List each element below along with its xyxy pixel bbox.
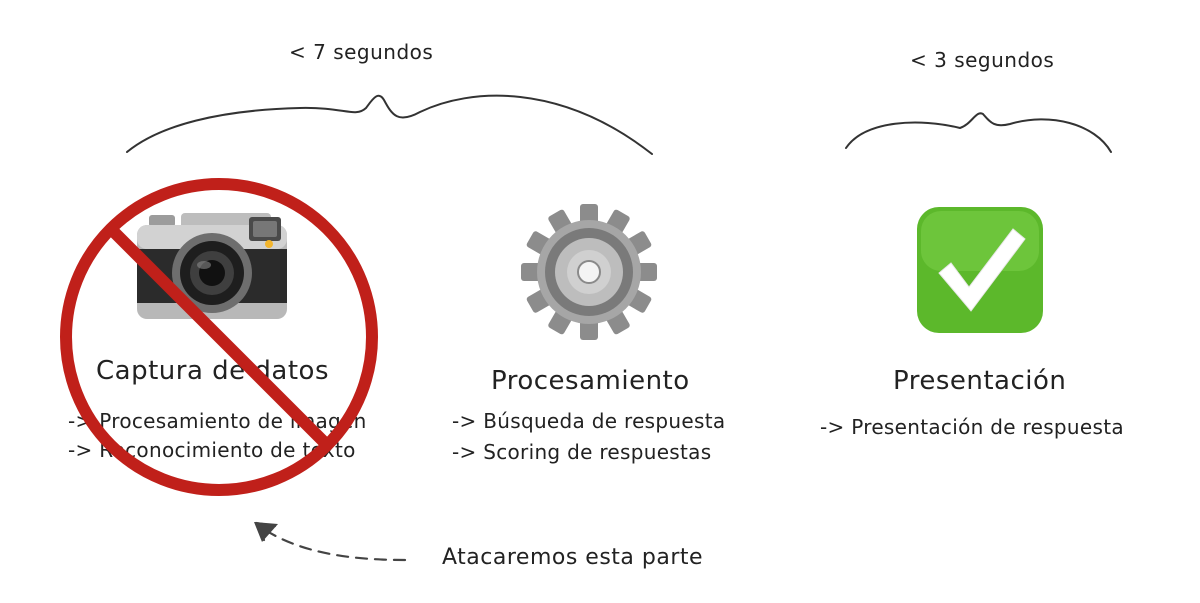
stage-1-bullet-1: -> Procesamiento de imagen <box>68 409 367 433</box>
stage-2-bullet-2: -> Scoring de respuestas <box>452 440 712 464</box>
annotation-arrow <box>260 526 407 562</box>
annotation-arrowhead-tip <box>254 522 278 542</box>
camera-icon <box>137 213 287 321</box>
stage-title-captura: Captura de datos <box>96 356 329 386</box>
left-time-brace <box>126 94 653 155</box>
annotation-text: Atacaremos esta parte <box>442 545 704 570</box>
check-mark-icon <box>917 207 1043 333</box>
stage-2-bullet-1: -> Búsqueda de respuesta <box>452 409 726 433</box>
left-time-label: < 7 segundos <box>289 40 434 64</box>
stage-3-bullet-1: -> Presentación de respuesta <box>820 415 1124 439</box>
stage-1-bullet-2: -> Reconocimiento de texto <box>68 438 356 462</box>
right-time-brace <box>845 112 1112 153</box>
gear-icon <box>519 202 659 342</box>
stage-title-procesamiento: Procesamiento <box>491 366 690 396</box>
stage-title-presentacion: Presentación <box>893 366 1067 396</box>
right-time-label: < 3 segundos <box>910 48 1055 72</box>
